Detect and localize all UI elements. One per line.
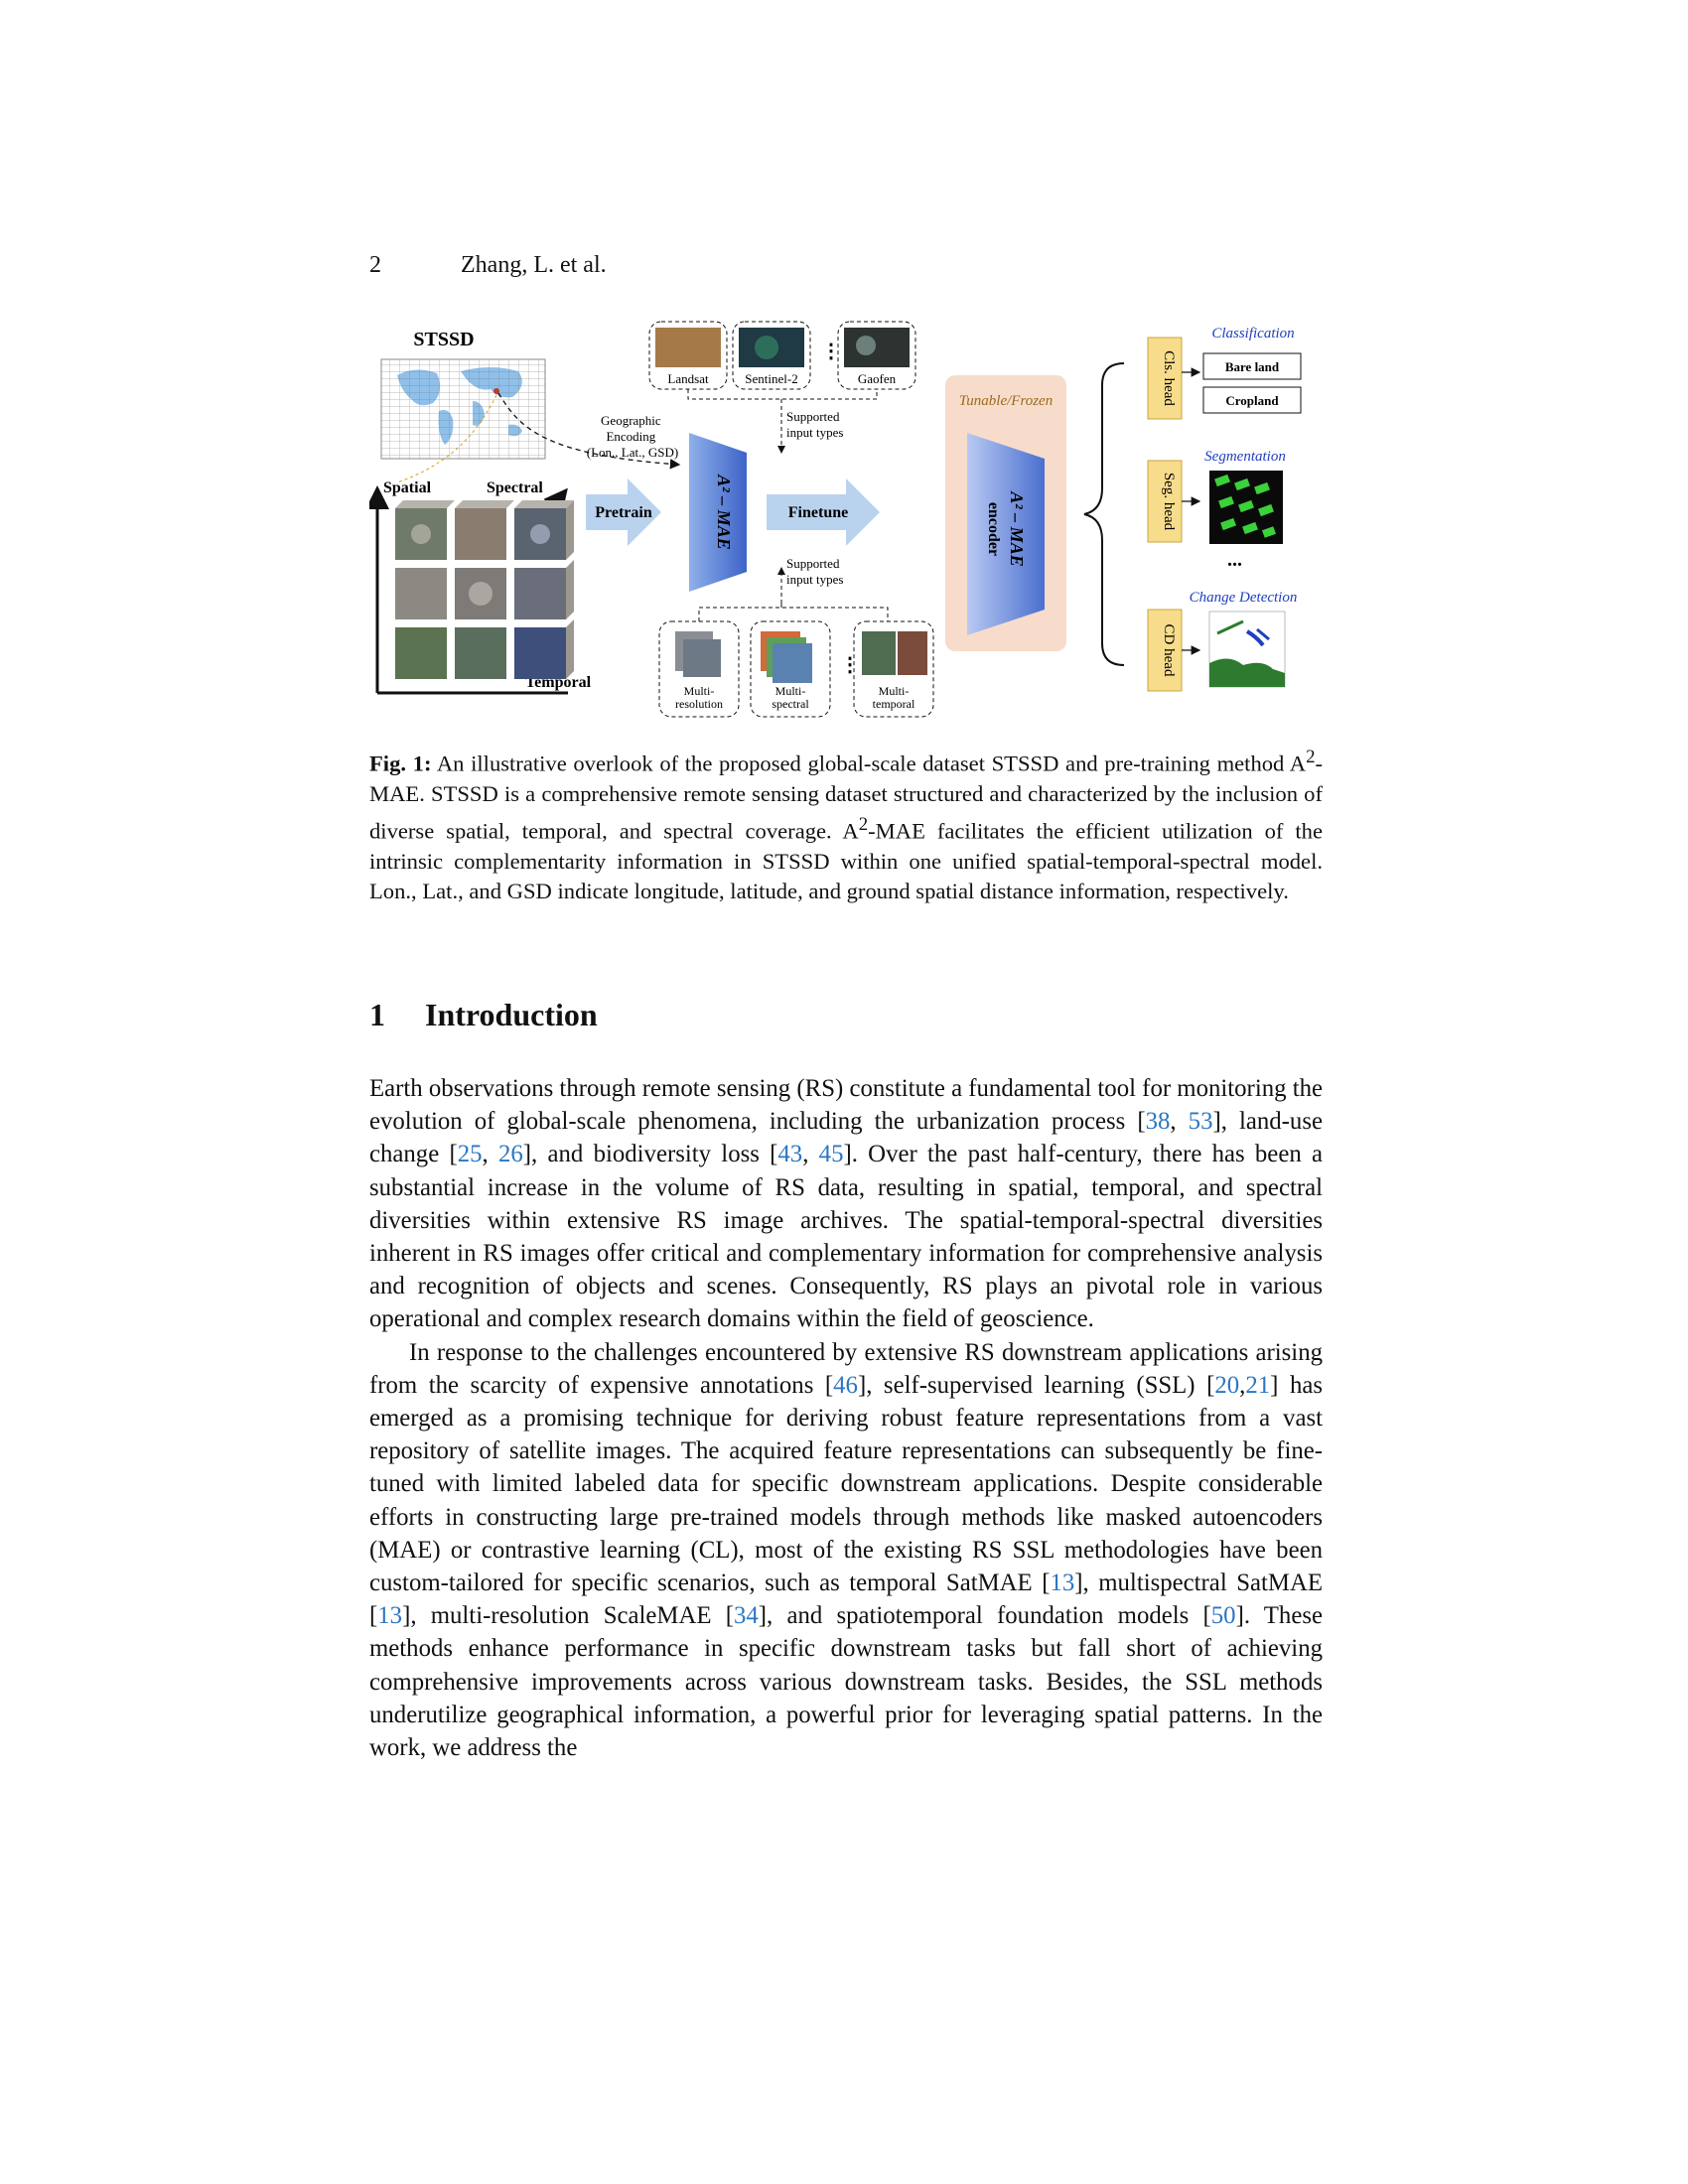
citation-link[interactable]: 45 [818, 1141, 844, 1168]
svg-text:Sentinel-2: Sentinel-2 [745, 371, 797, 386]
source-gaofen: Gaofen [837, 321, 916, 390]
section-title: Introduction [425, 997, 598, 1032]
citation-link[interactable]: 53 [1188, 1108, 1213, 1136]
citation-link[interactable]: 20 [1214, 1371, 1240, 1399]
citation-link[interactable]: 38 [1145, 1108, 1171, 1136]
running-header: 2 Zhang, L. et al. [369, 252, 607, 279]
finetune-arrow [767, 478, 880, 546]
cd-head: CD head [1147, 609, 1183, 692]
a2mae-model [689, 433, 747, 592]
svg-text:Seg. head: Seg. head [1161, 473, 1177, 531]
cls-label-cropland: Cropland [1225, 393, 1279, 408]
geo-encoding-label: Geographic Encoding (Lon., Lat., GSD) [587, 413, 678, 460]
citation-link[interactable]: 34 [733, 1602, 759, 1630]
world-map [380, 358, 546, 460]
task-segmentation: Segmentation [1204, 449, 1286, 465]
dataset-title: STSSD [413, 329, 474, 350]
citation-link[interactable]: 13 [377, 1602, 403, 1630]
model-name: A² – MAE [714, 474, 734, 549]
cls-label-bareland: Bare land [1225, 359, 1280, 374]
paragraph-2: In response to the challenges encountere… [369, 1338, 1324, 1762]
input-multi-temporal: Multi-temporal [853, 620, 934, 718]
input-multi-resolution: Multi-resolution [658, 620, 740, 718]
ellipsis-inputs: ⋮ [840, 654, 860, 676]
citation-link[interactable]: 13 [1050, 1570, 1075, 1597]
page-number: 2 [369, 252, 381, 278]
svg-text:Multi-spectral: Multi-spectral [772, 684, 809, 711]
paragraph-1: Earth observations through remote sensin… [369, 1075, 1323, 1333]
encoder-sub: encoder [985, 502, 1002, 556]
tunable-frozen-label: Tunable/Frozen [959, 393, 1053, 409]
figure-1: STSSD Geographic Encoding (Lon., Lat., G… [369, 321, 1302, 718]
svg-text:Landsat: Landsat [667, 371, 709, 386]
a2mae-encoder [967, 433, 1045, 635]
axis-label-spectral: Spectral [487, 479, 543, 496]
citation-link[interactable]: 43 [777, 1141, 803, 1168]
task-classification: Classification [1211, 326, 1294, 341]
citation-link[interactable]: 26 [498, 1141, 523, 1168]
input-multi-spectral: Multi-spectral [750, 620, 831, 718]
svg-text:Cls. head: Cls. head [1161, 350, 1177, 406]
pretrain-arrow [586, 478, 661, 546]
svg-text:CD head: CD head [1161, 624, 1177, 677]
segmentation-output [1209, 471, 1283, 544]
supported-bottom-label: Supported input types [786, 556, 843, 587]
citation-link[interactable]: 25 [457, 1141, 483, 1168]
pretrain-label: Pretrain [595, 504, 652, 521]
heads-brace [1083, 362, 1125, 666]
geo-encoding-arrow [497, 392, 681, 470]
running-title: Zhang, L. et al. [461, 252, 607, 278]
task-change-detection: Change Detection [1190, 590, 1298, 606]
section-number: 1 [369, 997, 385, 1032]
supported-top-label: Supported input types [786, 409, 843, 440]
seg-head: Seg. head [1147, 460, 1183, 543]
citation-link[interactable]: 50 [1210, 1602, 1236, 1630]
axis-label-spatial: Spatial [383, 479, 432, 496]
data-cube-grid [395, 500, 574, 679]
svg-text:Multi-resolution: Multi-resolution [675, 684, 723, 711]
source-sentinel2: Sentinel-2 [732, 321, 811, 390]
finetune-label: Finetune [788, 504, 848, 521]
body-text: Earth observations through remote sensin… [369, 1072, 1323, 1764]
cls-head: Cls. head [1147, 337, 1183, 420]
source-landsat: Landsat [648, 321, 728, 390]
ellipsis-tasks: ... [1227, 549, 1242, 571]
caption-label: Fig. 1: [369, 751, 432, 776]
svg-text:Multi-temporal: Multi-temporal [873, 684, 915, 711]
ellipsis-sources: ⋮ [821, 341, 841, 362]
section-heading: 1 Introduction [369, 997, 598, 1033]
change-detection-output [1208, 611, 1286, 688]
encoder-name: A² – MAE [1007, 490, 1027, 566]
svg-text:Gaofen: Gaofen [858, 371, 897, 386]
citation-link[interactable]: 21 [1245, 1371, 1271, 1399]
citation-link[interactable]: 46 [833, 1371, 858, 1399]
figure-caption: Fig. 1: An illustrative overlook of the … [369, 747, 1324, 904]
